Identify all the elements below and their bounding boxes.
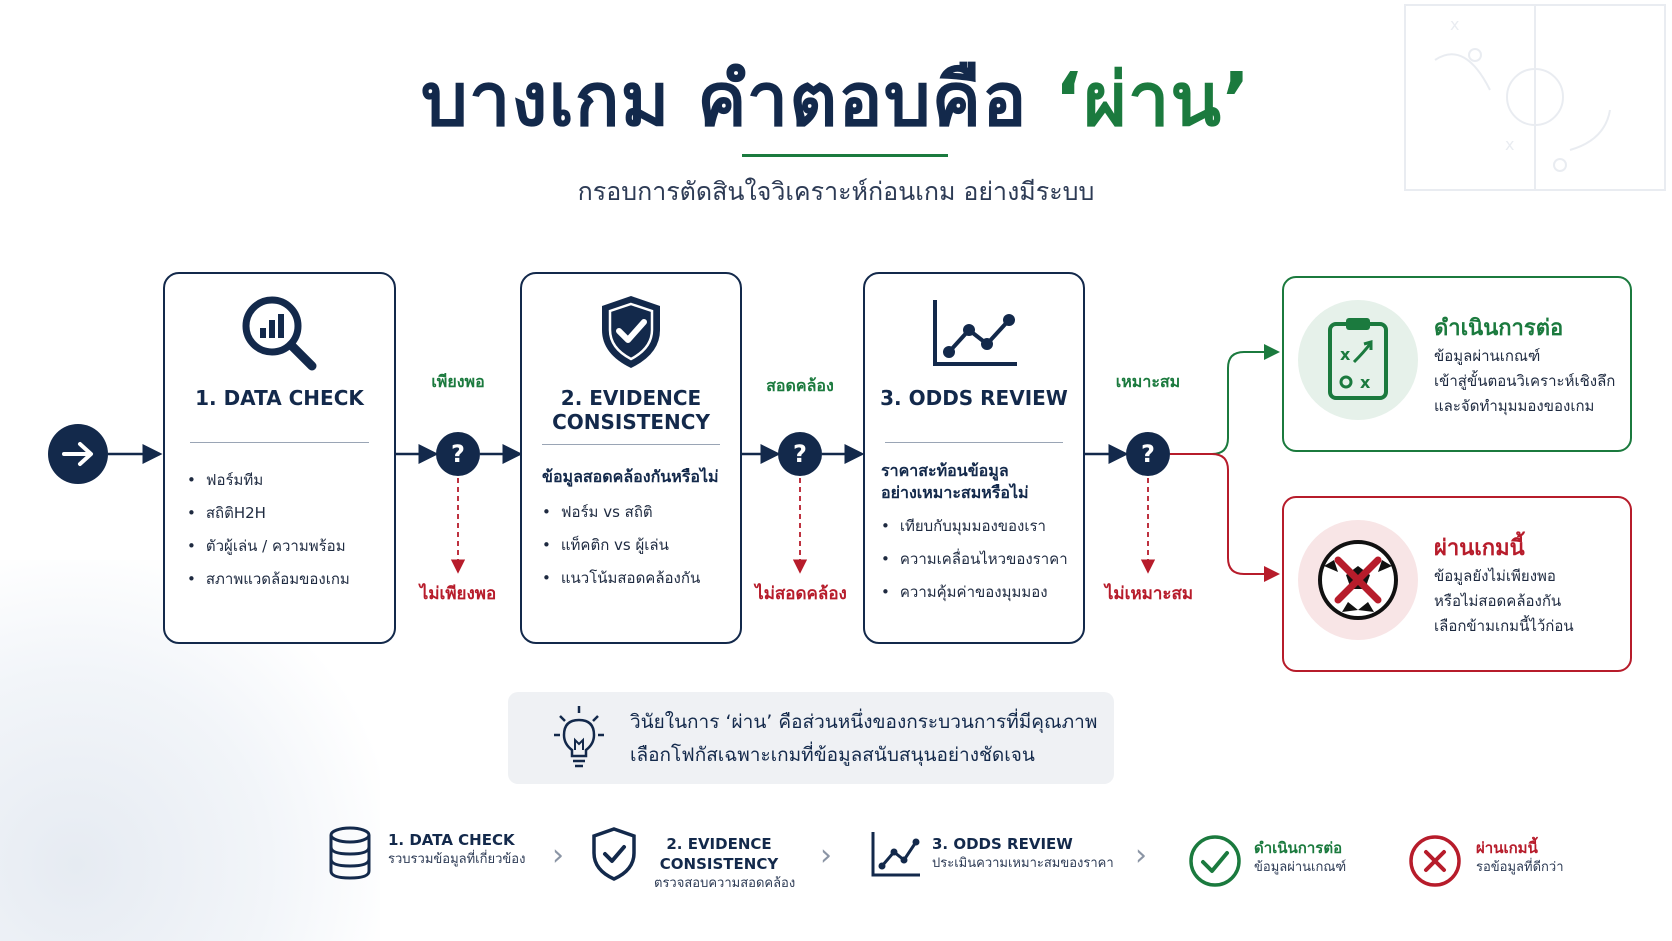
outcome-line: ข้อมูลผ่านเกณฑ์ <box>1434 347 1541 365</box>
title-main: บางเกม คำตอบคือ <box>420 57 1028 143</box>
tip-line: วินัยในการ ‘ผ่าน’ คือส่วนหนึ่งของกระบวนก… <box>630 711 1098 733</box>
legend-subtitle: ตรวจสอบความสอดคล้อง <box>654 876 796 891</box>
outcome-proceed-card: x x ดำเนินการต่อ ข้อมูลผ่านเกณฑ์ เข้าสู่… <box>1282 276 1632 452</box>
step-card-odds-review: 3. ODDS REVIEW ราคาสะท้อนข้อมูล อย่างเหม… <box>863 272 1085 644</box>
outcome-title: ดำเนินการต่อ <box>1434 316 1564 341</box>
legend-title: 1. DATA CHECK <box>388 831 515 849</box>
list-item: แนวโน้มสอดคล้องกัน <box>542 562 700 595</box>
page-title: บางเกม คำตอบคือ ‘ผ่าน’ <box>0 40 1672 158</box>
decision-yes-label: เหมาะสม <box>1115 372 1181 391</box>
card-divider <box>885 442 1063 443</box>
legend-subtitle: ข้อมูลผ่านเกณฑ์ <box>1254 860 1347 875</box>
list-item: เทียบกับมุมมองของเรา <box>881 510 1068 543</box>
tip-line: เลือกโฟกัสเฉพาะเกมที่ข้อมูลสนับสนุนอย่าง… <box>630 744 1035 766</box>
start-arrow-button <box>48 424 108 484</box>
outcome-icon-circle: x x <box>1298 300 1418 420</box>
step-question: ข้อมูลสอดคล้องกันหรือไม่ <box>542 467 719 486</box>
list-item: สภาพแวดล้อมของเกม <box>187 563 350 596</box>
outcome-pass-card: ผ่านเกมนี้ ข้อมูลยังไม่เพียงพอ หรือไม่สอ… <box>1282 496 1632 672</box>
outcome-icon-circle <box>1298 520 1418 640</box>
chevron-right-icon: › <box>552 838 564 873</box>
database-icon <box>329 826 371 880</box>
list-item: ความเคลื่อนไหวของราคา <box>881 543 1068 576</box>
tip-text: วินัยในการ ‘ผ่าน’ คือส่วนหนึ่งของกระบวนก… <box>630 706 1097 772</box>
legend-title: CONSISTENCY <box>659 855 779 873</box>
question-icon: ? <box>436 432 480 476</box>
legend-subtitle: ประเมินความเหมาะสมของราคา <box>932 856 1114 871</box>
shield-check-icon <box>592 827 636 881</box>
trend-chart-icon <box>871 832 920 877</box>
tip-callout: วินัยในการ ‘ผ่าน’ คือส่วนหนึ่งของกระบวนก… <box>508 692 1114 784</box>
x-circle-icon <box>1409 835 1461 887</box>
step-checklist: ฟอร์มทีม สถิติH2H ตัวผู้เล่น / ความพร้อม… <box>187 464 350 596</box>
list-item: แท็คติก vs ผู้เล่น <box>542 529 700 562</box>
step-card-evidence-consistency: 2. EVIDENCE CONSISTENCY ข้อมูลสอดคล้องกั… <box>520 272 742 644</box>
legend-title: 2. EVIDENCE <box>666 835 772 853</box>
outcome-line: หรือไม่สอดคล้องกัน <box>1434 592 1562 610</box>
decision-no-label: ไม่เพียงพอ <box>419 584 497 604</box>
legend-subtitle: รวบรวมข้อมูลที่เกี่ยวข้อง <box>388 852 526 867</box>
svg-text:x: x <box>1340 345 1351 364</box>
trend-chart-icon <box>865 298 1083 372</box>
step-title: 3. ODDS REVIEW <box>880 386 1068 410</box>
list-item: ความคุ้มค่าของมุมมอง <box>881 576 1068 609</box>
tactics-board-background: x x <box>1404 4 1666 191</box>
question-icon: ? <box>1126 432 1170 476</box>
decision-yes-label: เพียงพอ <box>431 372 485 391</box>
decision-yes-label: สอดคล้อง <box>766 376 834 395</box>
step-question-line: ราคาสะท้อนข้อมูล <box>881 461 1009 480</box>
outcome-description: ข้อมูลผ่านเกณฑ์ เข้าสู่ขั้นตอนวิเคราะห์เ… <box>1434 344 1615 419</box>
outcome-line: เลือกข้ามเกมนี้ไว้ก่อน <box>1434 617 1574 635</box>
decision-no-label: ไม่สอดคล้อง <box>755 584 847 604</box>
step-checklist: ฟอร์ม vs สถิติ แท็คติก vs ผู้เล่น แนวโน้… <box>542 496 700 595</box>
step-title: 1. DATA CHECK <box>195 386 364 410</box>
shield-check-icon <box>522 292 740 376</box>
outcome-line: ข้อมูลยังไม่เพียงพอ <box>1434 567 1556 585</box>
list-item: สถิติH2H <box>187 497 350 530</box>
list-item: ฟอร์มทีม <box>187 464 350 497</box>
step-question: ราคาสะท้อนข้อมูล อย่างเหมาะสมหรือไม่ <box>881 460 1029 504</box>
chevron-right-icon: › <box>1135 838 1147 873</box>
step-question-line: อย่างเหมาะสมหรือไม่ <box>881 483 1029 502</box>
legend-subtitle: รอข้อมูลที่ดีกว่า <box>1476 860 1564 875</box>
magnifier-chart-icon <box>165 292 394 380</box>
page-subtitle: กรอบการตัดสินใจวิเคราะห์ก่อนเกม อย่างมีร… <box>577 177 1095 206</box>
title-highlight: ‘ผ่าน’ <box>1054 57 1252 143</box>
legend-title: 3. ODDS REVIEW <box>932 835 1073 853</box>
arrow-right-icon <box>62 442 93 466</box>
outcome-line: เข้าสู่ขั้นตอนวิเคราะห์เชิงลึก <box>1434 372 1616 390</box>
outcome-line: และจัดทำมุมมองของเกม <box>1434 397 1595 415</box>
step-title: 2. EVIDENCE CONSISTENCY <box>522 386 740 434</box>
card-divider <box>190 442 369 443</box>
legend-title: ผ่านเกมนี้ <box>1476 839 1538 857</box>
step-title-line: CONSISTENCY <box>552 410 710 434</box>
step-checklist: เทียบกับมุมมองของเรา ความเคลื่อนไหวของรา… <box>881 510 1068 609</box>
step-title-line: 2. EVIDENCE <box>560 386 702 410</box>
legend-title: ดำเนินการต่อ <box>1254 839 1343 857</box>
title-underline <box>742 154 948 157</box>
clipboard-tactics-icon: x x <box>1328 318 1388 400</box>
svg-text:x: x <box>1505 135 1514 154</box>
card-divider <box>542 444 720 445</box>
chevron-right-icon: › <box>820 838 832 873</box>
svg-text:x: x <box>1450 15 1459 34</box>
decision-no-label: ไม่เหมาะสม <box>1104 584 1194 604</box>
check-circle-icon <box>1189 835 1241 887</box>
list-item: ฟอร์ม vs สถิติ <box>542 496 700 529</box>
question-icon: ? <box>778 432 822 476</box>
list-item: ตัวผู้เล่น / ความพร้อม <box>187 530 350 563</box>
outcome-title: ผ่านเกมนี้ <box>1434 536 1525 561</box>
soccer-ball-x-icon <box>1318 540 1398 620</box>
outcome-description: ข้อมูลยังไม่เพียงพอ หรือไม่สอดคล้องกัน เ… <box>1434 564 1574 639</box>
svg-text:x: x <box>1360 373 1371 392</box>
step-card-data-check: 1. DATA CHECK ฟอร์มทีม สถิติH2H ตัวผู้เล… <box>163 272 396 644</box>
lightbulb-icon <box>554 706 604 768</box>
